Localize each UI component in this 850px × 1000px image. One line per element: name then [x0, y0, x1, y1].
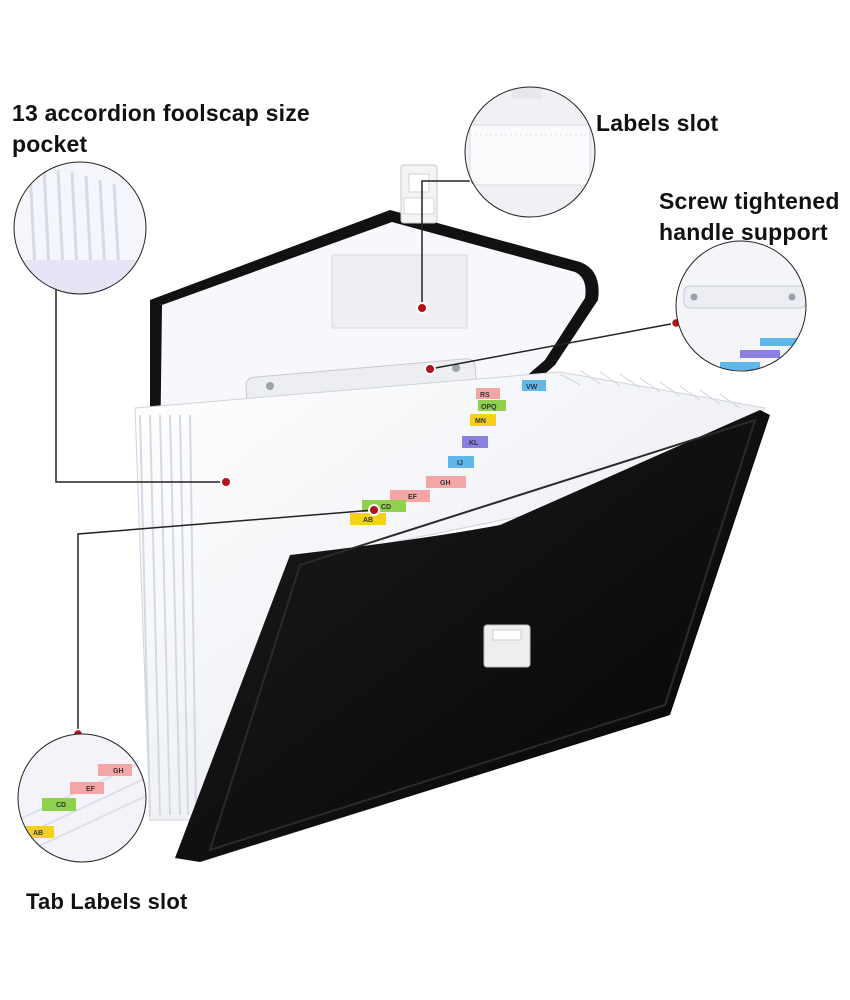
tab-mn: MN [470, 414, 496, 426]
svg-text:EF: EF [408, 494, 418, 501]
svg-text:AB: AB [33, 830, 43, 837]
svg-text:RS: RS [480, 392, 490, 399]
tab-ab: AB [350, 513, 386, 525]
tab-vw: VW [522, 380, 546, 391]
svg-text:AB: AB [363, 517, 373, 524]
svg-text:KL: KL [469, 440, 479, 447]
zoom-tab-ab: AB [24, 826, 54, 838]
zoom-circle-labels-slot [464, 86, 596, 218]
tab-opq: OPQ [478, 400, 506, 411]
svg-text:VW: VW [526, 384, 538, 391]
svg-text:GH: GH [113, 768, 124, 775]
zoom-circle-tab-labels: GH EF CD AB [17, 733, 147, 863]
svg-text:GH: GH [440, 480, 451, 487]
tab-labels-slot-caption: Tab Labels slot [26, 889, 188, 914]
tab-ij: IJ [448, 456, 474, 468]
label-window [331, 254, 468, 329]
zoom-tab-ef: EF [70, 782, 104, 794]
svg-text:MN: MN [475, 418, 486, 425]
svg-text:EF: EF [86, 786, 96, 793]
tab-ef: EF [390, 490, 430, 502]
zoom-circle-accordion [13, 161, 147, 295]
folder-front [175, 410, 770, 862]
svg-text:IJ: IJ [457, 460, 463, 467]
svg-text:CD: CD [381, 504, 391, 511]
zoom-tab-cd: CD [42, 798, 76, 811]
tab-kl: KL [462, 436, 488, 448]
callout-lines [55, 180, 677, 734]
closure-clip [400, 164, 438, 224]
tab-rs: RS [476, 388, 500, 399]
svg-text:CD: CD [56, 802, 66, 809]
zoom-tab-gh: GH [98, 764, 132, 776]
labels-slot-caption: Labels slot [596, 110, 719, 136]
svg-text:OPQ: OPQ [481, 404, 497, 411]
tab-gh: GH [426, 476, 466, 488]
accordion-pocket-caption: 13 accordion foolscap size pocket [12, 100, 310, 157]
zoom-circle-handle-support [675, 240, 807, 372]
screw-handle-caption: Screw tightened handle support [659, 188, 840, 245]
